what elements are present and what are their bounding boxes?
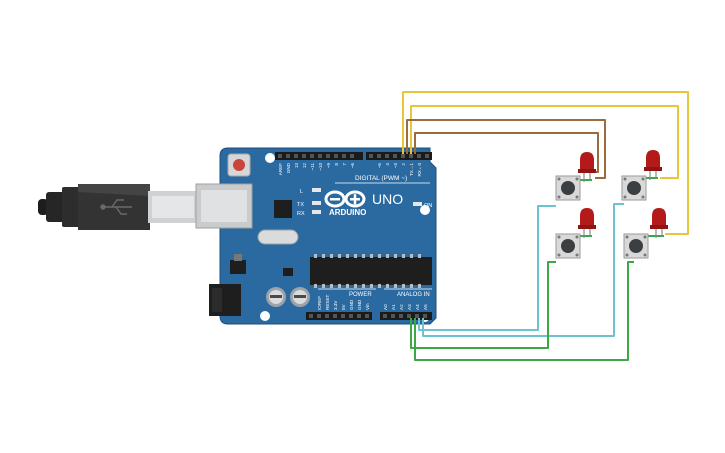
status-leds: L TX RX ON xyxy=(297,188,432,217)
reset-button[interactable] xyxy=(227,153,251,177)
pin-label: A4 xyxy=(415,304,420,310)
pin-label: A5 xyxy=(423,304,428,310)
pin-label: RX←0 xyxy=(417,163,422,177)
analog-header[interactable] xyxy=(380,312,432,320)
wire-brown-inner[interactable] xyxy=(414,132,599,173)
led-tx-label: TX xyxy=(297,202,304,208)
digital-header[interactable] xyxy=(275,152,432,160)
arduino-logo-icon xyxy=(324,190,366,208)
power-label: POWER xyxy=(349,292,372,298)
pin-label: GND xyxy=(349,299,354,310)
usb-symbol-icon xyxy=(100,199,132,215)
wire-green-2[interactable] xyxy=(414,261,634,361)
microcontroller-chip xyxy=(310,257,432,285)
pin-label: ~10 xyxy=(318,163,323,171)
mount-hole xyxy=(265,153,275,163)
wire-cyan-1[interactable] xyxy=(418,205,556,331)
usb-chip xyxy=(274,200,292,218)
pin-label: ~6 xyxy=(350,163,355,169)
usb-cable[interactable] xyxy=(38,184,198,230)
mount-hole xyxy=(260,311,270,321)
pin-label: ~11 xyxy=(310,163,315,171)
push-button-3[interactable] xyxy=(555,233,581,259)
led-red-3[interactable] xyxy=(578,208,596,238)
pin-label: IOREF xyxy=(317,296,322,310)
pin-label: ~9 xyxy=(326,163,331,169)
wire-green-1[interactable] xyxy=(410,261,556,349)
pin-label: A3 xyxy=(407,304,412,310)
wire-brown-outer[interactable] xyxy=(406,119,606,179)
led-red-1[interactable] xyxy=(578,152,596,182)
power-header[interactable] xyxy=(306,312,372,320)
crystal-oscillator xyxy=(257,229,299,245)
led-red-4[interactable] xyxy=(650,208,668,238)
wire-yellow-outer[interactable] xyxy=(402,91,689,235)
pin-label: 12 xyxy=(302,163,307,169)
pin-label: AREF xyxy=(278,163,283,175)
pin-label: GND xyxy=(286,162,291,173)
led-l-label: L xyxy=(300,189,303,195)
push-button-2[interactable] xyxy=(621,175,647,201)
pin-label: ~5 xyxy=(377,163,382,169)
arduino-brand: ARDUINO xyxy=(329,208,366,217)
led-red-2[interactable] xyxy=(644,150,662,180)
digital-label: DIGITAL (PWM ~) xyxy=(355,175,407,182)
pin-label: 7 xyxy=(342,163,347,166)
pin-label: A2 xyxy=(399,304,404,310)
analog-in-label: ANALOG IN xyxy=(397,292,430,298)
pin-label: ~3 xyxy=(393,163,398,169)
capacitor xyxy=(266,287,286,307)
led-rx-label: RX xyxy=(297,211,305,217)
uno-model: UNO xyxy=(372,191,403,207)
wire-cyan-2[interactable] xyxy=(422,203,624,337)
pin-label: RESET xyxy=(325,294,330,310)
pin-label: 2 xyxy=(401,163,406,166)
pin-label: 4 xyxy=(385,163,390,166)
pin-label: 3.3V xyxy=(333,300,338,310)
pin-label: TX→1 xyxy=(409,163,414,176)
pin-label: Vin xyxy=(365,303,370,310)
chip-pins xyxy=(314,254,421,288)
pin-label: A1 xyxy=(391,304,396,310)
capacitor xyxy=(290,287,310,307)
on-label: ON xyxy=(424,203,432,209)
pin-label: GND xyxy=(357,299,362,310)
pin-label: 5V xyxy=(341,303,346,310)
logo-signs xyxy=(330,194,360,205)
mount-hole xyxy=(420,205,430,215)
smd-component xyxy=(283,268,293,276)
push-button-4[interactable] xyxy=(623,233,649,259)
voltage-regulator xyxy=(230,260,246,274)
wire-yellow-inner[interactable] xyxy=(410,105,679,179)
pin-label: A0 xyxy=(383,304,388,310)
pin-label: 13 xyxy=(294,163,299,169)
pin-label: 8 xyxy=(334,163,339,166)
push-button-1[interactable] xyxy=(555,175,581,201)
